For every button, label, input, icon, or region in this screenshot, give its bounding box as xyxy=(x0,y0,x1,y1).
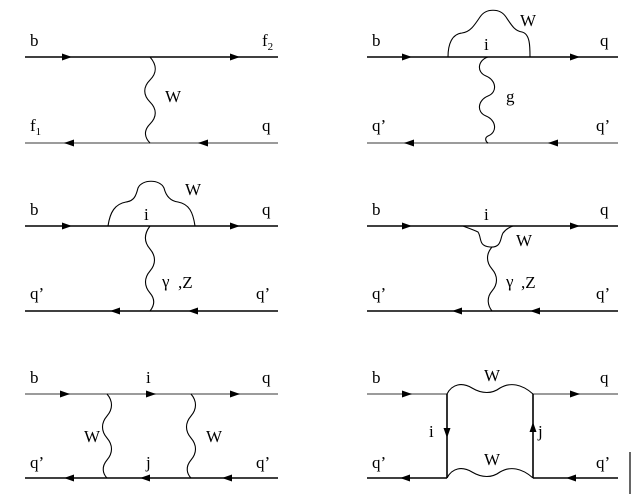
photon-z-propagator xyxy=(144,225,156,312)
label-j: j xyxy=(145,453,151,472)
label-w: W xyxy=(520,11,537,30)
w-boson-bottom xyxy=(446,468,534,479)
arrow-left xyxy=(404,139,414,147)
label-z: ,Z xyxy=(178,273,193,292)
label-gamma: γ xyxy=(505,272,514,291)
arrow-down xyxy=(443,428,451,438)
photon-z-propagator xyxy=(486,246,498,312)
label-q-top: q xyxy=(262,368,271,387)
label-b: b xyxy=(30,31,39,50)
label-b: b xyxy=(372,200,381,219)
w-boson-propagator xyxy=(144,56,156,144)
arrow-right xyxy=(146,390,156,398)
diagram-4-penguin-gamma-z: b q i W γ ,Z q’ q’ xyxy=(367,200,618,315)
diagram-2-gluon-exchange: b q i W g q’ q’ xyxy=(367,9,618,147)
w-boson-propagator-right xyxy=(185,393,197,479)
label-z: ,Z xyxy=(521,273,536,292)
label-q-top: q xyxy=(600,368,609,387)
label-q-top: q xyxy=(600,200,609,219)
arrow-right xyxy=(60,390,70,398)
label-j: j xyxy=(537,422,543,441)
label-b: b xyxy=(30,200,39,219)
w-boson-loop xyxy=(462,225,514,248)
arrow-right xyxy=(402,53,412,61)
label-q-prime-left: q’ xyxy=(30,284,44,303)
arrow-left xyxy=(64,139,74,147)
label-w-right: W xyxy=(206,427,223,446)
label-f2: f2 xyxy=(262,31,273,53)
arrow-right xyxy=(570,53,580,61)
w-boson-propagator-left xyxy=(101,393,113,479)
label-w: W xyxy=(516,231,533,250)
label-g: g xyxy=(506,87,515,106)
label-w-bottom: W xyxy=(484,450,501,469)
label-w-left: W xyxy=(84,427,101,446)
label-b: b xyxy=(372,368,381,387)
label-w: W xyxy=(185,180,202,199)
arrow-right xyxy=(230,222,240,230)
arrow-left xyxy=(140,474,150,482)
label-q-prime-right: q’ xyxy=(256,453,270,472)
label-q-prime-right: q’ xyxy=(596,116,610,135)
arrow-left xyxy=(64,474,74,482)
label-i: i xyxy=(484,35,489,54)
arrow-right xyxy=(62,53,72,61)
arrow-right xyxy=(402,390,412,398)
diagram-1-w-exchange: b f2 f1 q W xyxy=(25,31,278,147)
arrow-left xyxy=(110,307,120,315)
label-q-prime-right: q’ xyxy=(596,453,610,472)
label-q-top: q xyxy=(600,31,609,50)
w-boson-loop xyxy=(447,9,531,58)
gluon-propagator xyxy=(478,56,496,144)
diagram-3-penguin-gamma-z: b q i W γ ,Z q’ q’ xyxy=(25,180,278,315)
diagram-5-double-w-exchange: b i q W W q’ j q’ xyxy=(25,368,278,482)
label-i: i xyxy=(146,368,151,387)
arrow-left xyxy=(222,474,232,482)
label-q-top: q xyxy=(262,200,271,219)
label-b: b xyxy=(372,31,381,50)
label-i: i xyxy=(484,205,489,224)
label-q-prime-right: q’ xyxy=(256,284,270,303)
label-q-prime-right: q’ xyxy=(596,284,610,303)
label-gamma: γ xyxy=(161,272,170,291)
arrow-left xyxy=(548,139,558,147)
arrow-right xyxy=(402,222,412,230)
arrow-left xyxy=(452,307,462,315)
label-q-prime-left: q’ xyxy=(30,453,44,472)
label-i: i xyxy=(429,422,434,441)
label-f1: f1 xyxy=(30,116,41,138)
label-i: i xyxy=(144,205,149,224)
arrow-left xyxy=(188,307,198,315)
arrow-left xyxy=(530,307,540,315)
arrow-right xyxy=(570,390,580,398)
label-w-top: W xyxy=(484,366,501,385)
arrow-up xyxy=(529,422,537,432)
arrow-left xyxy=(198,139,208,147)
arrow-left xyxy=(400,474,410,482)
label-w: W xyxy=(165,87,182,106)
label-q: q xyxy=(262,116,271,135)
arrow-right xyxy=(62,222,72,230)
label-b: b xyxy=(30,368,39,387)
arrow-right xyxy=(570,222,580,230)
label-q-prime-left: q’ xyxy=(372,284,386,303)
arrow-right xyxy=(230,53,240,61)
arrow-left xyxy=(566,474,576,482)
w-boson-top xyxy=(446,384,534,395)
w-boson-loop xyxy=(107,180,196,227)
label-q-prime-left: q’ xyxy=(372,116,386,135)
arrow-right xyxy=(230,390,240,398)
label-q-prime-left: q’ xyxy=(372,453,386,472)
diagram-6-box-diagram: b W q i j W q’ q’ xyxy=(367,366,618,482)
